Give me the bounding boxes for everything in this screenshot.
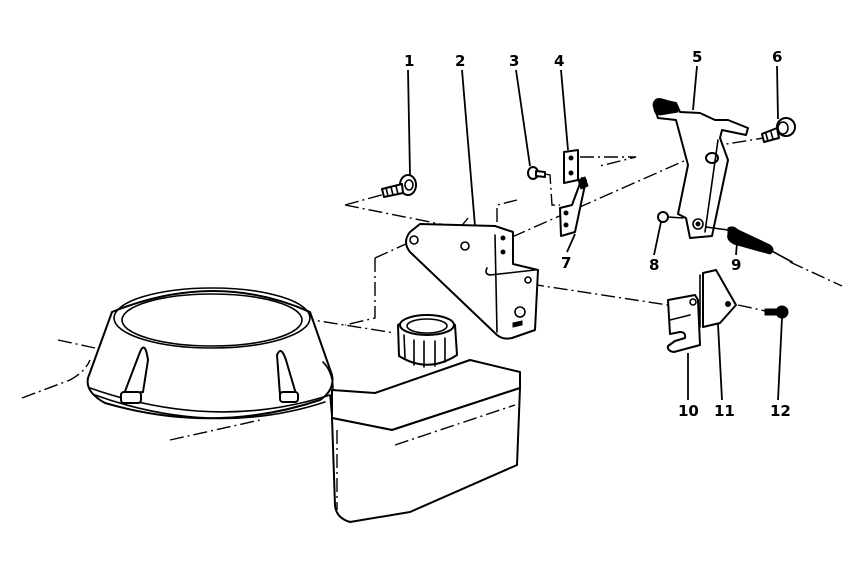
callout-2: 2 [455, 52, 465, 70]
leader-lines [407, 65, 783, 401]
ball-stud [657, 211, 684, 223]
callout-4: 4 [554, 52, 564, 70]
link-lever [559, 176, 589, 237]
callout-9: 9 [731, 256, 741, 274]
callout-12: 12 [770, 402, 791, 420]
air-cleaner-base [86, 287, 334, 420]
clamp-plate [699, 269, 737, 328]
small-screw [527, 166, 560, 206]
callout-6: 6 [772, 48, 782, 66]
callout-labels: 1 2 3 4 5 6 7 8 9 10 11 12 [404, 48, 791, 420]
screw [381, 174, 417, 198]
callout-8: 8 [649, 256, 659, 274]
cable-spring [705, 226, 793, 263]
callout-5: 5 [692, 48, 702, 66]
callout-1: 1 [404, 52, 414, 70]
callout-11: 11 [714, 402, 735, 420]
shoulder-screw [761, 117, 796, 143]
callout-7: 7 [561, 254, 571, 272]
mounting-bracket [405, 223, 539, 340]
callout-3: 3 [509, 52, 519, 70]
clamp-screw [764, 305, 789, 319]
clip-plate [563, 149, 579, 184]
fuel-cap [397, 314, 458, 368]
fuel-tank [329, 359, 521, 523]
cable-clamp [666, 294, 701, 353]
throttle-lever [652, 98, 749, 239]
callout-10: 10 [678, 402, 699, 420]
